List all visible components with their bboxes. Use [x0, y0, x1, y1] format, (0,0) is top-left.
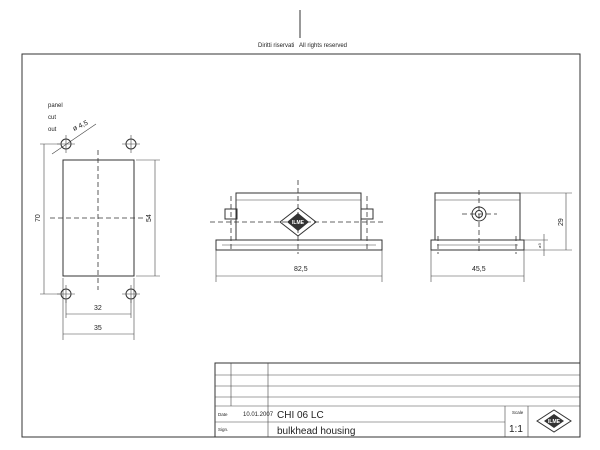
hole-leader-line [51, 123, 97, 155]
scale-value: 1:1 [509, 424, 523, 435]
sign-label: Sign. [218, 427, 228, 432]
product-code: CHI 06 LC [277, 410, 324, 421]
product-description: bulkhead housing [277, 426, 355, 437]
dim-side-width: 45,5 [472, 266, 486, 273]
svg-text:ILME: ILME [548, 419, 561, 425]
front-view: ILME 82,5 [210, 180, 386, 282]
dim-front-width: 82,5 [294, 266, 308, 273]
date-label: Date [218, 412, 228, 417]
copyright-italian: Diritti riservati [258, 43, 294, 49]
dim-height-outer: 70 [35, 214, 42, 222]
dim-side-small: ø3 [537, 243, 542, 248]
mounting-hole-top-right [122, 135, 140, 153]
dim-width-inner: 32 [94, 305, 102, 312]
side-view: 45,5 29 ø3 [430, 190, 572, 282]
dim-side-height: 29 [558, 218, 565, 226]
title-block: Date 10.01.2007 Sign. CHI 06 LC bulkhead… [214, 362, 581, 438]
panel-label-line1: panel [48, 103, 63, 109]
panel-cutout-view: panel cut out ø 4,5 70 [35, 103, 160, 340]
panel-label-line3: out [48, 127, 57, 133]
scale-label: Scale [512, 410, 524, 415]
dim-width-outer: 35 [94, 325, 102, 332]
front-view-logo: ILME [279, 207, 317, 237]
date-value: 10.01.2007 [243, 412, 274, 418]
svg-text:ILME: ILME [292, 220, 305, 226]
drawing-frame [21, 53, 581, 438]
dim-height-inner: 54 [146, 214, 153, 222]
side-view-flange [430, 239, 525, 251]
copyright-english: All rights reserved [299, 43, 347, 49]
front-view-flange [215, 239, 383, 251]
panel-label-line2: cut [48, 115, 56, 121]
hole-diameter-label: ø 4,5 [72, 120, 90, 133]
company-logo: ILME [536, 409, 572, 433]
